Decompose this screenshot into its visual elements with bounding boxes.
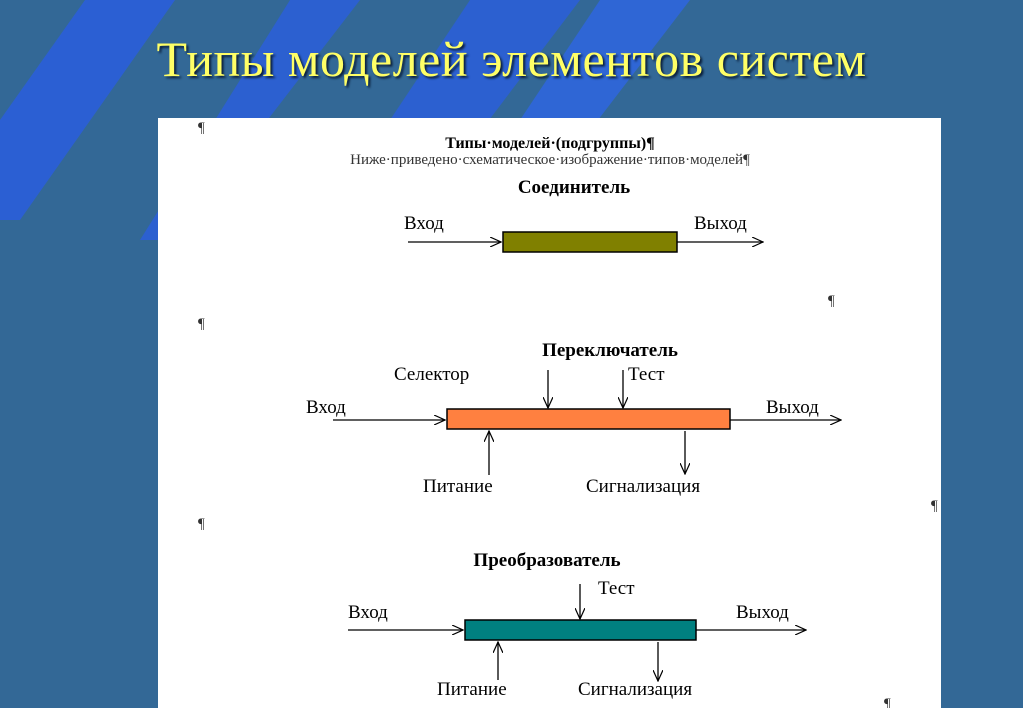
switch-test-label: Тест bbox=[628, 364, 665, 385]
slide-title: Типы моделей элементов систем bbox=[156, 31, 867, 87]
converter-model: Преобразователь Тест Вход Выход Питание … bbox=[348, 550, 806, 700]
switch-model: Переключатель Селектор Тест Вход Выход П… bbox=[306, 340, 841, 497]
connector-block bbox=[502, 231, 678, 253]
pilcrow-mark: ¶ bbox=[198, 516, 205, 532]
connector-output-label: Выход bbox=[694, 213, 747, 234]
connector-input-label: Вход bbox=[404, 213, 444, 234]
pilcrow-mark: ¶ bbox=[884, 696, 891, 708]
converter-power-label: Питание bbox=[437, 679, 507, 700]
switch-power-label: Питание bbox=[423, 476, 493, 497]
converter-title: Преобразователь bbox=[473, 550, 620, 571]
switch-block bbox=[446, 408, 731, 430]
switch-signal-label: Сигнализация bbox=[586, 476, 700, 497]
document-subtitle: Ниже·приведено·схематическое·изображение… bbox=[350, 152, 750, 168]
switch-input-label: Вход bbox=[306, 397, 346, 418]
converter-test-label: Тест bbox=[598, 578, 635, 599]
connector-model: Соединитель Вход Выход bbox=[404, 177, 763, 253]
model-types-diagram: ¶ Типы·моделей·(подгруппы)¶ Ниже·приведе… bbox=[198, 120, 938, 708]
switch-selector-label: Селектор bbox=[394, 364, 469, 385]
converter-block bbox=[464, 619, 697, 641]
pilcrow-mark: ¶ bbox=[198, 120, 205, 136]
converter-signal-label: Сигнализация bbox=[578, 679, 692, 700]
switch-title: Переключатель bbox=[542, 340, 678, 361]
switch-output-label: Выход bbox=[766, 397, 819, 418]
pilcrow-mark: ¶ bbox=[828, 293, 835, 309]
document-panel: ¶ Типы·моделей·(подгруппы)¶ Ниже·приведе… bbox=[158, 118, 941, 708]
converter-input-label: Вход bbox=[348, 602, 388, 623]
connector-title: Соединитель bbox=[518, 177, 630, 198]
converter-output-label: Выход bbox=[736, 602, 789, 623]
pilcrow-mark: ¶ bbox=[198, 316, 205, 332]
document-heading: Типы·моделей·(подгруппы)¶ bbox=[445, 135, 655, 152]
pilcrow-mark: ¶ bbox=[931, 498, 938, 514]
